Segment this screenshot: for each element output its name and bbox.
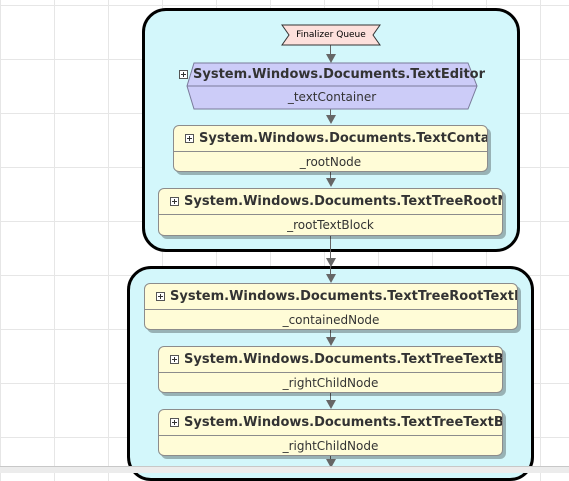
connector-line (330, 236, 331, 258)
connector-line (330, 45, 331, 57)
finalizer-queue-node[interactable] (281, 24, 381, 46)
connector-line (330, 172, 331, 179)
connector-arrow (326, 459, 336, 468)
connector-line (330, 393, 331, 401)
text-editor-header: System.Windows.Documents.TextEditor (179, 62, 485, 86)
connector-line (330, 330, 331, 338)
node-field: _rootTextBlock (287, 218, 374, 232)
connector-line (330, 108, 331, 116)
node-title: System.Windows.Documents.TextEditor (193, 66, 486, 82)
connector-arrow (326, 54, 336, 63)
node-field: _rightChildNode (282, 376, 379, 390)
text-editor-node[interactable] (186, 62, 478, 110)
node-field: _containedNode (282, 313, 380, 327)
finalizer-queue-label: Finalizer Queue (296, 30, 366, 40)
connector-arrow (326, 400, 336, 409)
connector-arrow (326, 115, 336, 124)
horizontal-scrollbar[interactable] (0, 466, 569, 473)
text-tree-text-block-node[interactable]: System.Windows.Documents.TextTreeTextBlo… (158, 346, 503, 393)
node-title: System.Windows.Documents.TextTreeTextBlo… (184, 352, 502, 367)
text-tree-text-block-node[interactable]: System.Windows.Documents.TextTreeTextBlo… (158, 409, 503, 456)
text-tree-root-text-block-node[interactable]: System.Windows.Documents.TextTreeRootTex… (144, 283, 518, 330)
expand-icon[interactable] (185, 134, 194, 143)
connector-arrow (326, 337, 336, 346)
expand-icon[interactable] (170, 355, 179, 364)
expand-icon[interactable] (170, 418, 179, 427)
expand-icon[interactable] (170, 197, 179, 206)
connector-arrow (326, 274, 336, 283)
expand-icon[interactable] (156, 292, 165, 301)
node-title: System.Windows.Documents.TextTreeRootTex… (170, 289, 517, 304)
node-field: _rootNode (299, 155, 362, 169)
node-field: _rightChildNode (282, 439, 379, 453)
connector-line (330, 266, 331, 276)
text-tree-root-node[interactable]: System.Windows.Documents.TextTreeRootNod… (158, 188, 503, 236)
node-field: _textContainer (287, 90, 377, 104)
connector-line (330, 456, 331, 460)
connector-arrow (326, 258, 336, 267)
connector-arrow (326, 178, 336, 187)
node-title: System.Windows.Documents.TextTreeTextBlo… (184, 415, 502, 430)
expand-icon[interactable] (179, 69, 188, 79)
node-title: System.Windows.Documents.TextTreeRootNod… (184, 194, 502, 209)
text-container-node[interactable]: System.Windows.Documents.TextContainer _… (173, 125, 488, 172)
node-title: System.Windows.Documents.TextContainer (199, 131, 487, 146)
